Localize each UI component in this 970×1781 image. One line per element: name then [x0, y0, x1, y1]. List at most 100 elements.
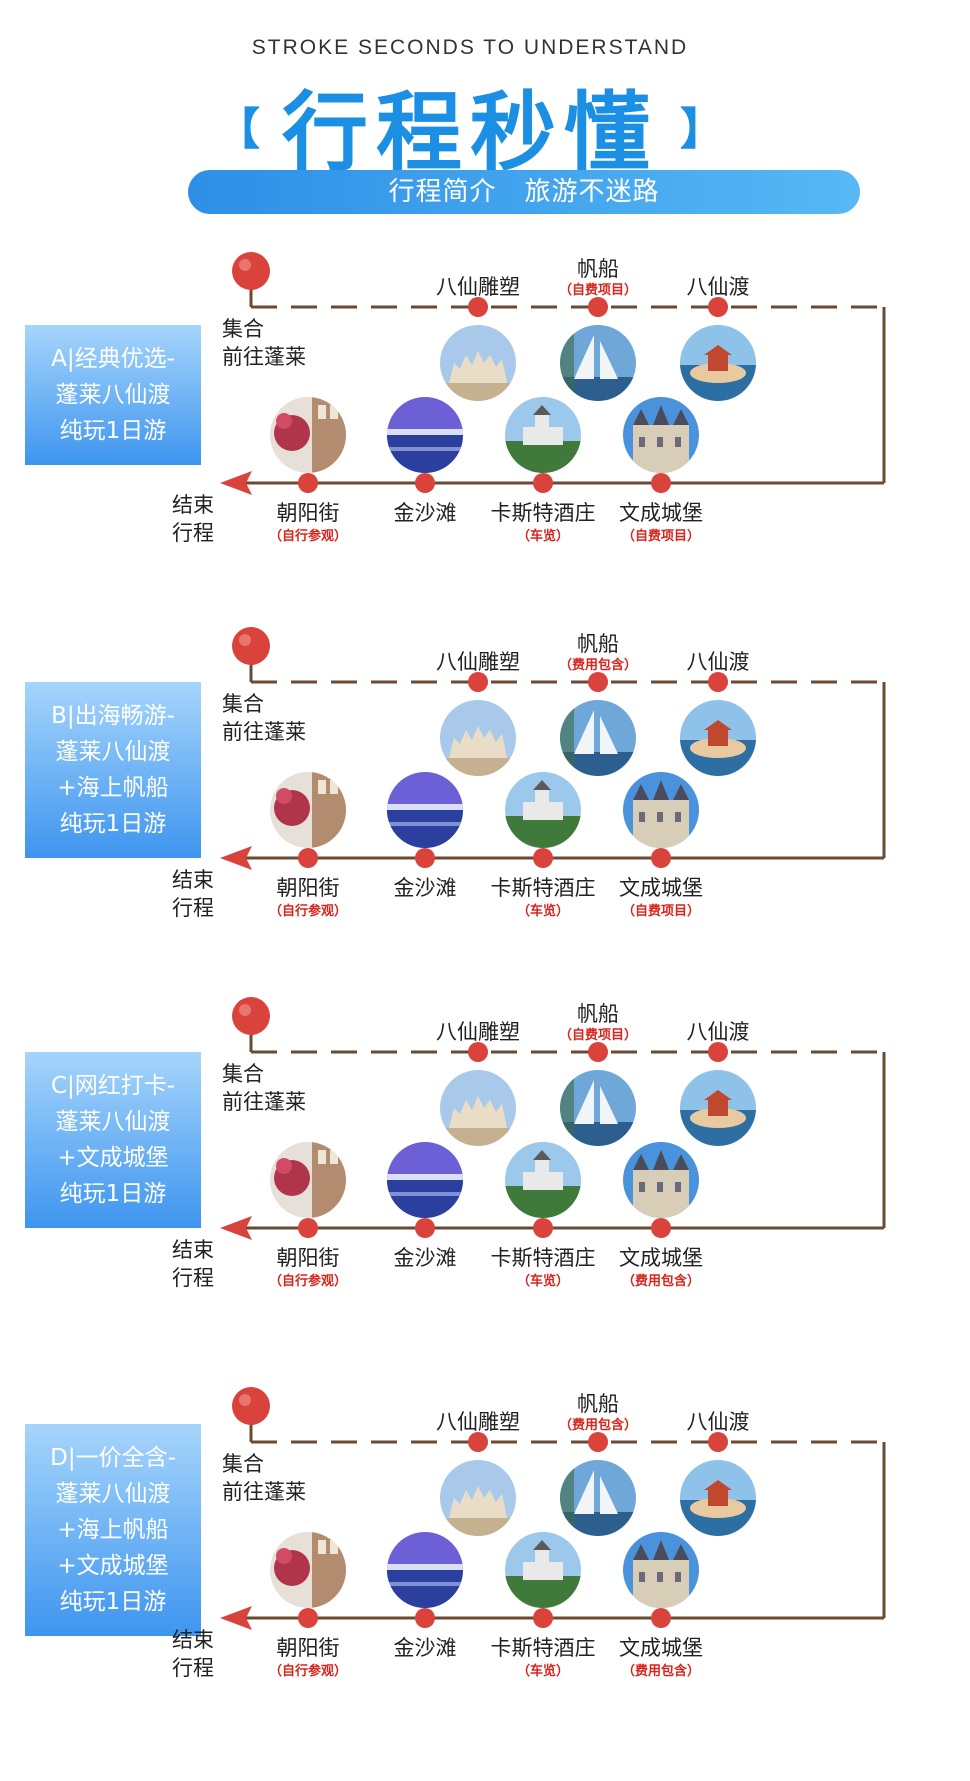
title-bracket-right: 】 [680, 103, 724, 155]
stop-dot-icon [588, 1042, 608, 1062]
stop-name: 金沙滩 [393, 1246, 457, 1270]
stop-tag: （车览） [516, 529, 569, 544]
stop-tag: （自费项目） [558, 283, 637, 298]
route-section: A|经典优选-蓬莱八仙渡纯玩1日游集合前往蓬莱结束行程八仙雕塑帆船（自费项目）八… [0, 245, 970, 585]
route-path [220, 252, 886, 495]
baxiandu-photo [680, 700, 756, 776]
stop-dot-icon [533, 1218, 553, 1238]
route-badge-line: +海上帆船 [57, 775, 169, 801]
stop-dot-icon [468, 1042, 488, 1062]
stop-tag: （自费项目） [621, 904, 700, 919]
route-section: C|网红打卡-蓬莱八仙渡+文成城堡纯玩1日游集合前往蓬莱结束行程八仙雕塑帆船（自… [0, 990, 970, 1330]
stop-name: 文成城堡 [619, 1636, 703, 1660]
stop-name: 八仙雕塑 [436, 1410, 520, 1434]
stop-tag: （费用包含） [621, 1664, 700, 1679]
route-badge-line: 蓬莱八仙渡 [55, 1481, 171, 1507]
baxiandu-photo [680, 1460, 756, 1536]
stop-name: 文成城堡 [619, 1246, 703, 1270]
route-badge-line: +文成城堡 [57, 1145, 169, 1171]
start-label-line: 集合 [222, 1062, 264, 1086]
stop-tag: （自费项目） [558, 1028, 637, 1043]
stop-tag: （车览） [516, 1664, 569, 1679]
start-label-line: 集合 [222, 317, 264, 341]
end-label-line: 行程 [172, 896, 214, 920]
route-badge: D|一价全含-蓬莱八仙渡+海上帆船+文成城堡纯玩1日游 [25, 1424, 201, 1636]
end-label: 结束行程 [172, 866, 214, 922]
end-arrow-icon [220, 1606, 252, 1630]
stop-name: 八仙雕塑 [436, 1020, 520, 1044]
beach-photo [387, 772, 463, 848]
stop-dot-icon [651, 848, 671, 868]
stop-tag: （车览） [516, 904, 569, 919]
route-section: D|一价全含-蓬莱八仙渡+海上帆船+文成城堡纯玩1日游集合前往蓬莱结束行程八仙雕… [0, 1380, 970, 1720]
baxiandu-photo [680, 1070, 756, 1146]
castle-photo [623, 1532, 699, 1608]
stop-dot-icon [415, 1608, 435, 1628]
route-path [220, 627, 886, 870]
winery-photo [505, 772, 581, 848]
sculpture-photo [440, 1070, 516, 1146]
route-path [220, 1387, 886, 1630]
stop-tag: （车览） [516, 1274, 569, 1289]
stop-dot-icon [533, 473, 553, 493]
stop-name: 帆船 [577, 257, 619, 281]
sailboat-photo [560, 325, 636, 401]
stop-dot-icon [298, 1218, 318, 1238]
route-badge-line: A|经典优选- [51, 346, 175, 372]
street-photo [270, 772, 346, 848]
stop-dot-icon [415, 1218, 435, 1238]
castle-photo [623, 397, 699, 473]
route-badge-line: B|出海畅游- [51, 703, 175, 729]
stop-tag: （自行参观） [268, 529, 347, 544]
winery-photo [505, 397, 581, 473]
stop-dot-icon [415, 848, 435, 868]
stop-dot-icon [651, 1608, 671, 1628]
stop-dot-icon [298, 1608, 318, 1628]
start-label: 集合前往蓬莱 [222, 690, 306, 746]
stop-name: 八仙渡 [686, 275, 750, 299]
stop-dot-icon [651, 473, 671, 493]
beach-photo [387, 1532, 463, 1608]
end-label-line: 行程 [172, 521, 214, 545]
end-label-line: 结束 [172, 1628, 214, 1652]
start-pin-icon [232, 997, 270, 1035]
route-badge-line: C|网红打卡- [50, 1073, 176, 1099]
stop-name: 金沙滩 [393, 501, 457, 525]
stop-tag: （费用包含） [558, 1418, 637, 1433]
route-badge: C|网红打卡-蓬莱八仙渡+文成城堡纯玩1日游 [25, 1052, 201, 1228]
stop-dot-icon [533, 848, 553, 868]
street-photo [270, 1532, 346, 1608]
stop-name: 朝阳街 [276, 876, 340, 900]
sailboat-photo [560, 1070, 636, 1146]
page-title: 【行程秒懂】 [0, 62, 940, 187]
stop-dot-icon [298, 473, 318, 493]
stop-dot-icon [298, 848, 318, 868]
start-label: 集合前往蓬莱 [222, 315, 306, 371]
sailboat-photo [560, 1460, 636, 1536]
beach-photo [387, 397, 463, 473]
route-badge-line: D|一价全含- [50, 1445, 176, 1471]
page-title-text: 行程秒懂 [282, 83, 658, 183]
stop-tag: （自行参观） [268, 904, 347, 919]
stop-name: 文成城堡 [619, 501, 703, 525]
route-badge-line: 蓬莱八仙渡 [55, 382, 171, 408]
street-photo [270, 1142, 346, 1218]
stop-name: 八仙雕塑 [436, 650, 520, 674]
stop-name: 朝阳街 [276, 1246, 340, 1270]
beach-photo [387, 1142, 463, 1218]
stop-dot-icon [468, 1432, 488, 1452]
stop-dot-icon [708, 297, 728, 317]
end-label-line: 结束 [172, 1238, 214, 1262]
stop-name: 八仙渡 [686, 650, 750, 674]
stop-dot-icon [468, 297, 488, 317]
end-arrow-icon [220, 1216, 252, 1240]
stop-tag: （自费项目） [621, 529, 700, 544]
route-badge-line: +文成城堡 [57, 1553, 169, 1579]
end-label: 结束行程 [172, 491, 214, 547]
route-badge-line: 蓬莱八仙渡 [55, 739, 171, 765]
stop-dot-icon [468, 672, 488, 692]
stop-name: 朝阳街 [276, 501, 340, 525]
stop-name: 八仙渡 [686, 1410, 750, 1434]
sculpture-photo [440, 1460, 516, 1536]
start-pin-icon [232, 1387, 270, 1425]
